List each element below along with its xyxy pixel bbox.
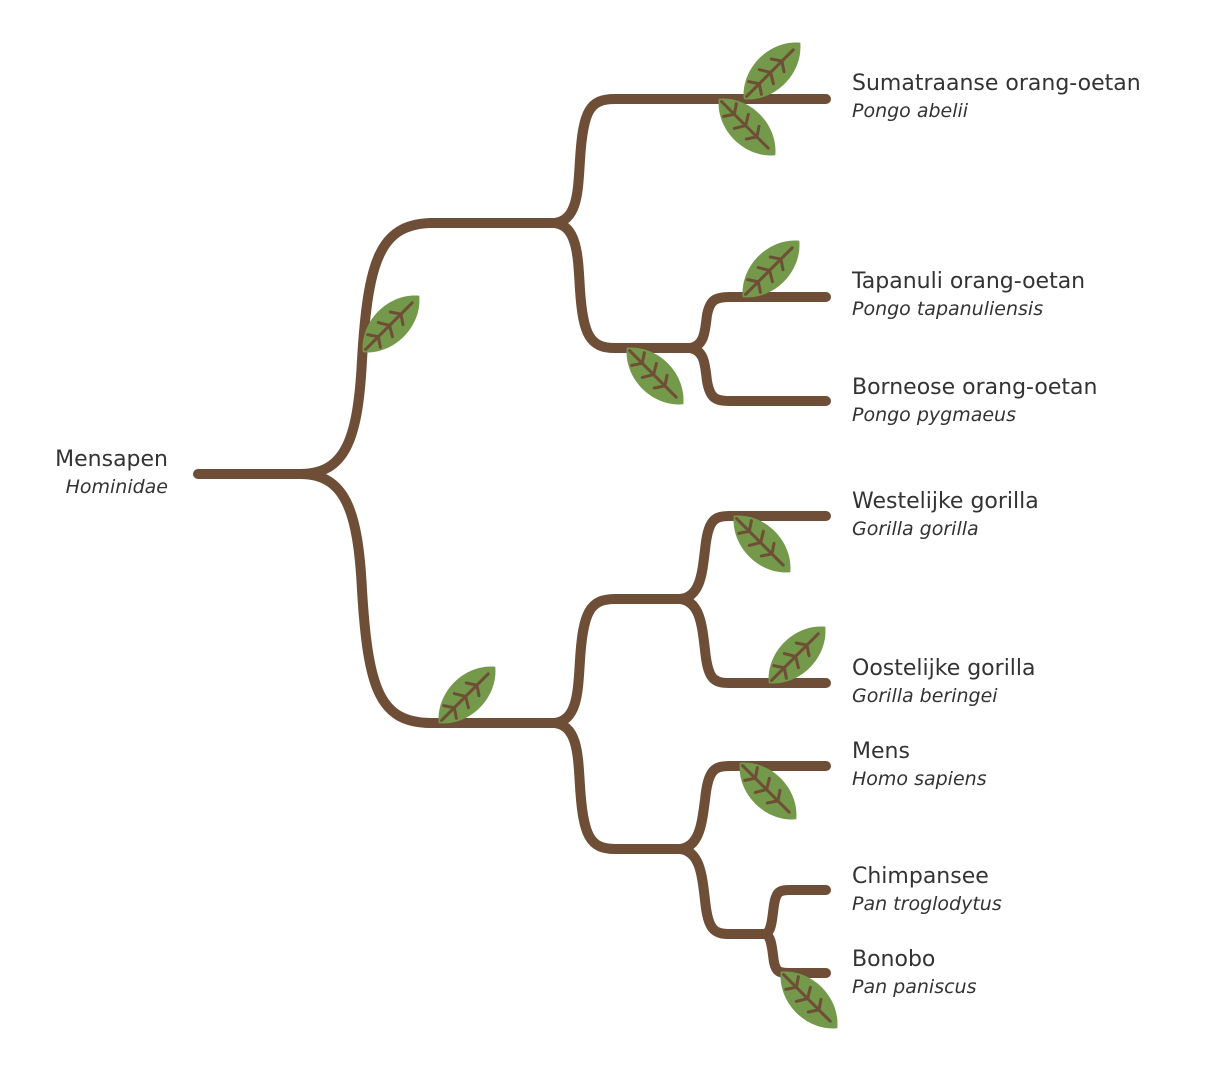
species-scientific-name: Homo sapiens <box>852 768 987 790</box>
species-label-mens: Mens Homo sapiens <box>852 738 987 792</box>
species-scientific-name: Pongo abelii <box>852 100 969 122</box>
branch-borneose <box>685 343 831 406</box>
species-scientific-name: Pan paniscus <box>852 976 977 998</box>
species-common-name: Bonobo <box>852 947 936 972</box>
leaf-icon <box>742 240 800 298</box>
leaf-icon <box>733 515 791 573</box>
branch-tapanuli <box>685 292 831 353</box>
branch-pan-clade <box>675 844 770 939</box>
leaves <box>362 42 838 1029</box>
species-scientific-name: Pongo pygmaeus <box>852 404 1016 426</box>
species-label-borneose: Borneose orang-oetan Pongo pygmaeus <box>852 374 1097 428</box>
leaf-icon <box>718 98 776 156</box>
leaf-icon <box>626 347 684 405</box>
species-common-name: Tapanuli orang-oetan <box>852 269 1086 294</box>
leaf-icon <box>362 295 420 353</box>
branch-chimpansee <box>760 885 831 939</box>
species-label-chimpansee: Chimpansee Pan troglodytus <box>852 863 1002 917</box>
branch-gorilla-clade <box>550 594 685 728</box>
branch-bonobo <box>760 929 831 978</box>
root-label: Mensapen Hominidae <box>55 446 168 500</box>
branch-oostelijke-gorilla <box>675 594 831 688</box>
branch-african-clade <box>295 469 560 728</box>
species-label-oostelijke-gorilla: Oostelijke gorilla Gorilla beringei <box>852 655 1036 709</box>
species-label-sumatraanse: Sumatraanse orang-oetan Pongo abelii <box>852 70 1141 124</box>
branch-mens <box>675 761 831 854</box>
root-common-name: Mensapen <box>55 447 168 472</box>
leaf-icon <box>743 42 801 100</box>
species-label-bonobo: Bonobo Pan paniscus <box>852 946 977 1000</box>
species-common-name: Borneose orang-oetan <box>852 375 1098 400</box>
species-scientific-name: Pongo tapanuliensis <box>852 298 1044 320</box>
branch-sumatraanse <box>550 94 831 228</box>
species-scientific-name: Pan troglodytus <box>852 893 1002 915</box>
species-common-name: Mens <box>852 739 910 764</box>
species-common-name: Sumatraanse orang-oetan <box>852 71 1141 96</box>
branch-pongo-tb <box>550 218 695 353</box>
leaf-icon <box>739 762 797 820</box>
leaf-icon <box>768 626 826 684</box>
species-common-name: Westelijke gorilla <box>852 489 1039 514</box>
species-scientific-name: Gorilla beringei <box>852 685 998 707</box>
tree-branches <box>193 94 831 978</box>
species-common-name: Chimpansee <box>852 864 989 889</box>
branch-homininae <box>550 718 685 854</box>
species-label-westelijke-gorilla: Westelijke gorilla Gorilla gorilla <box>852 488 1039 542</box>
leaf-icon <box>438 666 496 724</box>
branch-orangutan-clade <box>295 218 560 479</box>
species-scientific-name: Gorilla gorilla <box>852 518 979 540</box>
species-common-name: Oostelijke gorilla <box>852 656 1036 681</box>
root-scientific-name: Hominidae <box>65 476 168 498</box>
leaf-icon <box>780 971 838 1029</box>
species-label-tapanuli: Tapanuli orang-oetan Pongo tapanuliensis <box>852 268 1085 322</box>
branch-westelijke-gorilla <box>675 511 831 604</box>
